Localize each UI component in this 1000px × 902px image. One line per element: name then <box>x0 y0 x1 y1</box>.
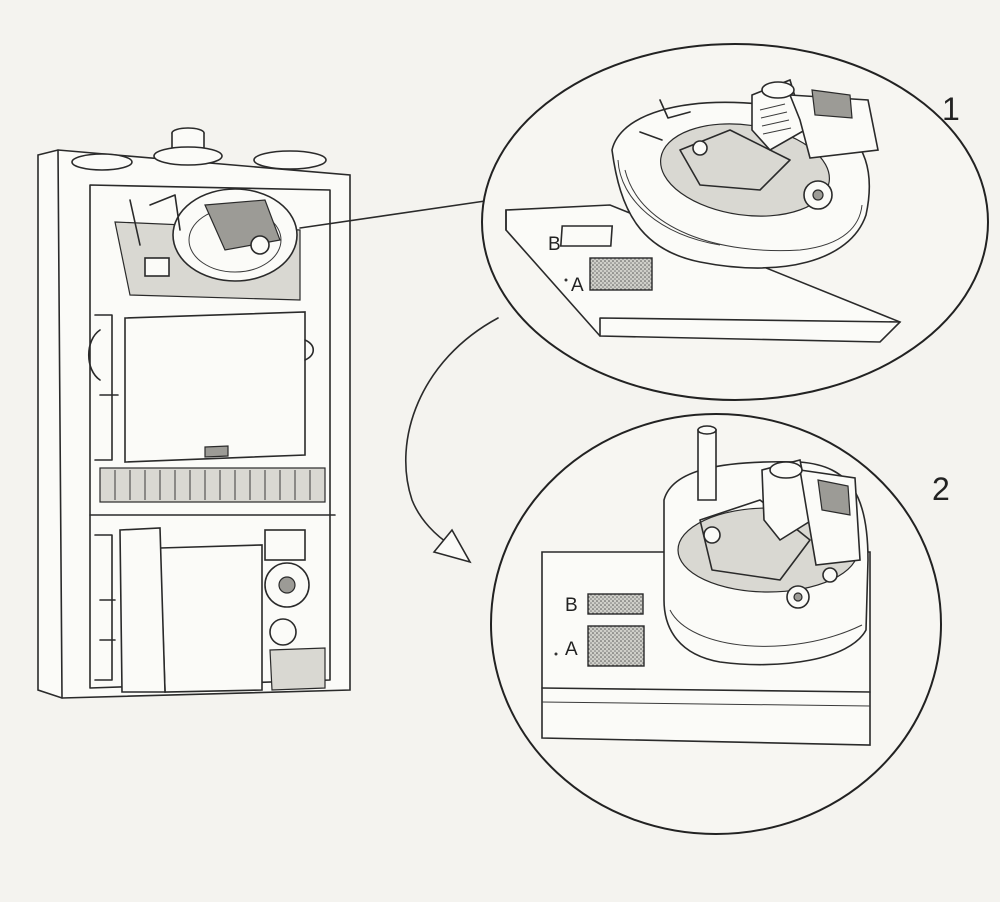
step-1-label: 1 <box>942 91 960 127</box>
detail-circle-1: B A <box>481 43 989 401</box>
label-a-marker-2 <box>554 652 558 656</box>
label-a-1: A <box>571 275 584 296</box>
step-2-label: 2 <box>932 471 950 507</box>
label-a-2: A <box>565 639 578 660</box>
label-b-2: B <box>565 595 578 616</box>
boiler-unit <box>37 127 351 699</box>
label-b-1: B <box>548 234 561 255</box>
label-a-marker-1 <box>564 278 568 282</box>
detail-circle-2: B A <box>490 413 942 835</box>
transition-arrow <box>405 317 499 564</box>
leader-line <box>299 199 493 229</box>
